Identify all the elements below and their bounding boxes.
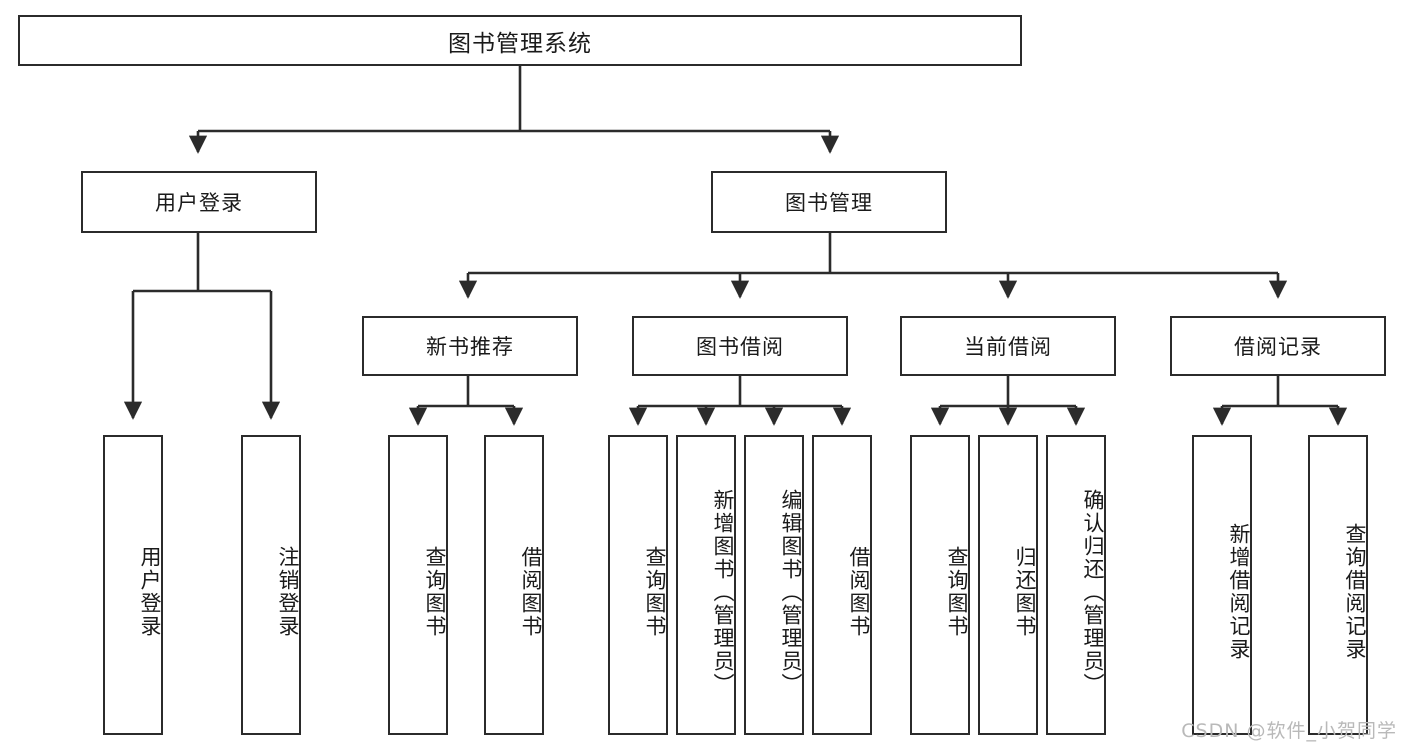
- node-leaf-borrow-book-2-label: 借阅图书: [847, 546, 871, 638]
- node-user-login-label: 用户登录: [155, 191, 243, 215]
- node-root[interactable]: 图书管理系统: [18, 15, 1022, 66]
- node-user-login[interactable]: 用户登录: [81, 171, 317, 233]
- node-leaf-user-logout-label: 注销登录: [276, 546, 300, 638]
- node-leaf-query-book-2[interactable]: 查询图书: [608, 435, 668, 735]
- node-borrow-record[interactable]: 借阅记录: [1170, 316, 1386, 376]
- node-leaf-user-login[interactable]: 用户登录: [103, 435, 163, 735]
- node-leaf-query-book-1-label: 查询图书: [423, 546, 447, 638]
- node-leaf-query-record-label: 查询借阅记录: [1343, 523, 1367, 661]
- node-leaf-confirm-return[interactable]: 确认归还（管理员）: [1046, 435, 1106, 735]
- node-leaf-edit-book-label: 编辑图书（管理员）: [779, 488, 803, 696]
- node-borrow-record-label: 借阅记录: [1234, 335, 1322, 359]
- node-new-book-recommend[interactable]: 新书推荐: [362, 316, 578, 376]
- node-leaf-add-record-label: 新增借阅记录: [1227, 523, 1251, 661]
- node-leaf-add-record[interactable]: 新增借阅记录: [1192, 435, 1252, 735]
- node-leaf-add-book-label: 新增图书（管理员）: [711, 488, 735, 696]
- node-leaf-return-book-label: 归还图书: [1013, 546, 1037, 638]
- node-book-borrow[interactable]: 图书借阅: [632, 316, 848, 376]
- node-leaf-add-book[interactable]: 新增图书（管理员）: [676, 435, 736, 735]
- node-current-borrow-label: 当前借阅: [964, 335, 1052, 359]
- node-leaf-query-record[interactable]: 查询借阅记录: [1308, 435, 1368, 735]
- node-root-label: 图书管理系统: [448, 30, 592, 57]
- node-leaf-borrow-book-1-label: 借阅图书: [519, 546, 543, 638]
- node-leaf-query-book-1[interactable]: 查询图书: [388, 435, 448, 735]
- node-book-manage[interactable]: 图书管理: [711, 171, 947, 233]
- watermark: CSDN @软件_小贺同学: [1181, 720, 1397, 742]
- node-leaf-confirm-return-label: 确认归还（管理员）: [1081, 488, 1105, 696]
- node-leaf-borrow-book-1[interactable]: 借阅图书: [484, 435, 544, 735]
- node-book-borrow-label: 图书借阅: [696, 335, 784, 359]
- node-leaf-edit-book[interactable]: 编辑图书（管理员）: [744, 435, 804, 735]
- node-leaf-query-book-3-label: 查询图书: [945, 546, 969, 638]
- node-leaf-query-book-3[interactable]: 查询图书: [910, 435, 970, 735]
- node-leaf-return-book[interactable]: 归还图书: [978, 435, 1038, 735]
- node-leaf-query-book-2-label: 查询图书: [643, 546, 667, 638]
- node-current-borrow[interactable]: 当前借阅: [900, 316, 1116, 376]
- node-book-manage-label: 图书管理: [785, 191, 873, 215]
- node-leaf-user-logout[interactable]: 注销登录: [241, 435, 301, 735]
- node-leaf-borrow-book-2[interactable]: 借阅图书: [812, 435, 872, 735]
- node-new-book-recommend-label: 新书推荐: [426, 335, 514, 359]
- node-leaf-user-login-label: 用户登录: [138, 546, 162, 638]
